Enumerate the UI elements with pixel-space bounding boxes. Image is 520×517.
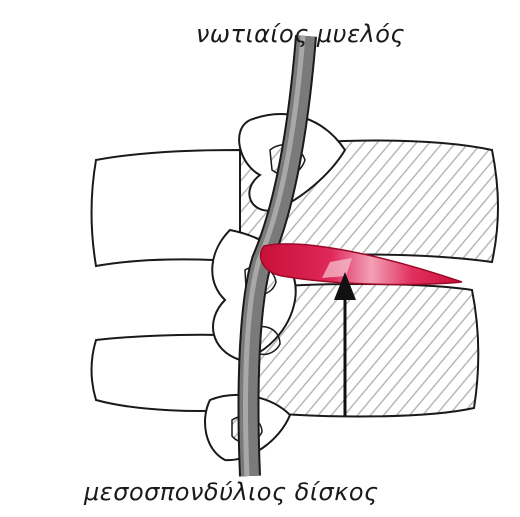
- spinal-cord-label: νωτιαίος μυελός: [196, 20, 405, 48]
- disc-label: μεσοσπονδύλιος δίσκος: [84, 478, 379, 506]
